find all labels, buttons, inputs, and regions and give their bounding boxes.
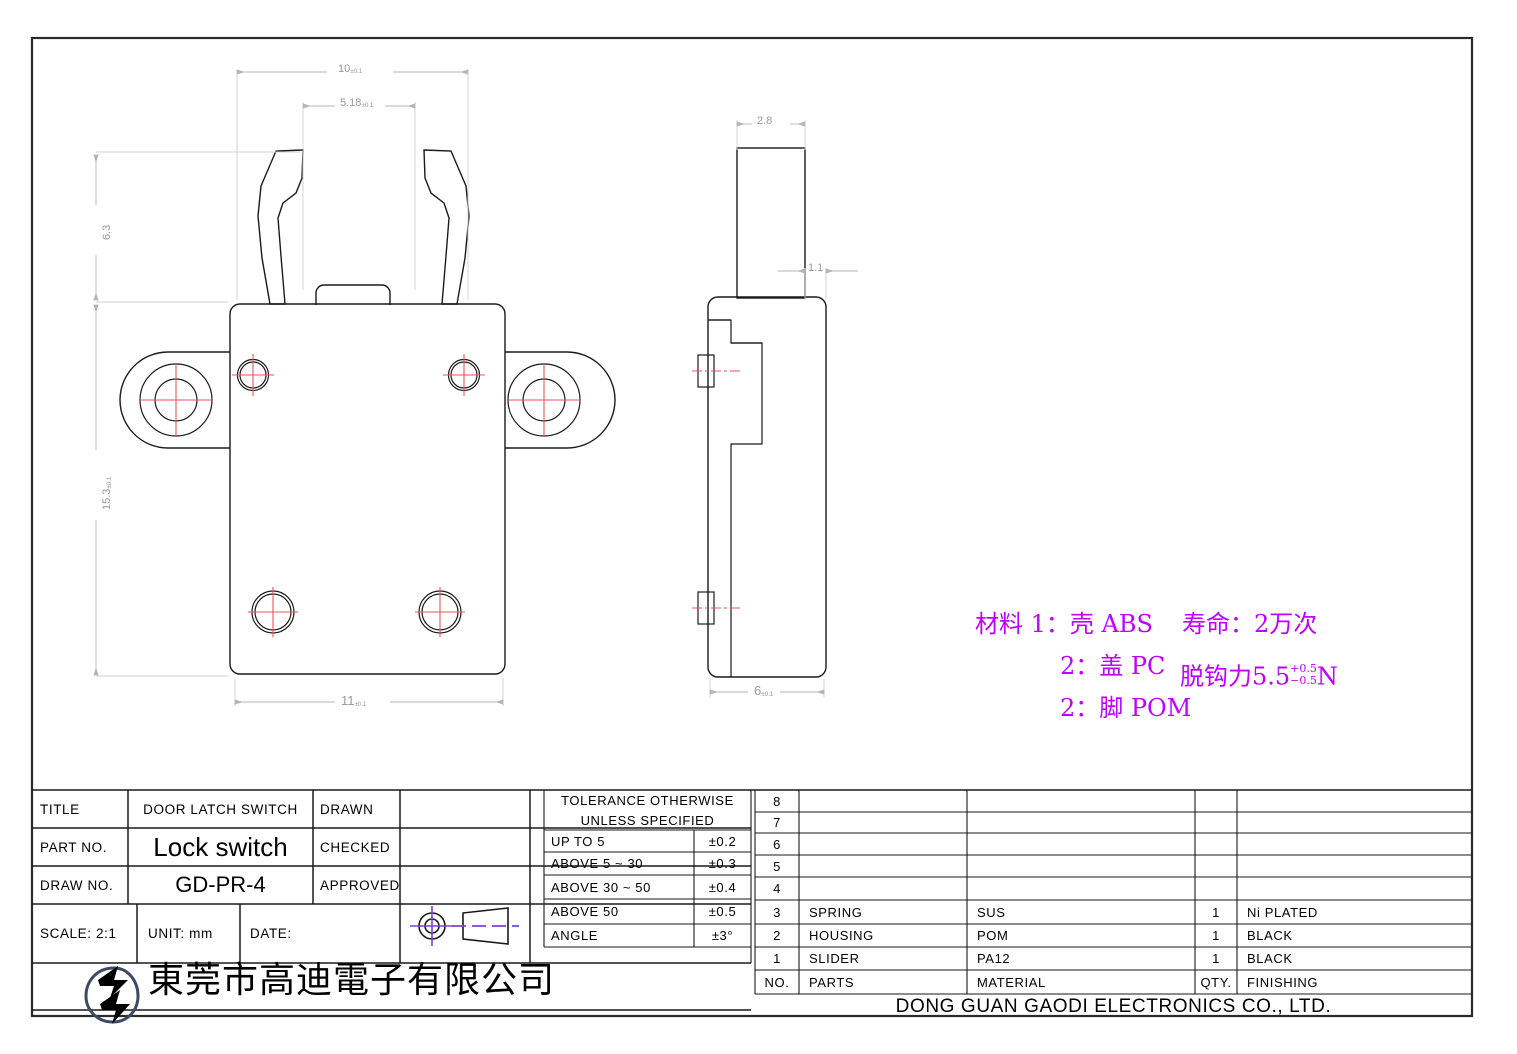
bom-header-parts: PARTS: [809, 974, 855, 990]
bom-cell-qty[interactable]: [1195, 833, 1237, 855]
bom-cell-material[interactable]: [977, 790, 1195, 812]
bom-cell-material[interactable]: PA12: [977, 951, 1011, 966]
bom-cell-qty[interactable]: 1: [1212, 904, 1220, 920]
bom-cell-finishing[interactable]: [1247, 812, 1472, 833]
note-life: 寿命：2万次: [1182, 610, 1318, 638]
side-view-dimension-lines: [709, 120, 858, 698]
approval-value-drawn[interactable]: [408, 790, 528, 828]
bom-cell-parts[interactable]: [809, 790, 967, 812]
company-name-cn: 東莞市高迪電子有限公司: [148, 960, 556, 1001]
company-name-en: DONG GUAN GAODI ELECTRONICS CO., LTD.: [895, 996, 1332, 1017]
bom-cell-finishing[interactable]: [1247, 877, 1472, 900]
unit-value: UNIT: mm: [148, 926, 213, 941]
tolerance-header-line2: UNLESS SPECIFIED: [580, 812, 715, 828]
note-material-1: 材料 1：壳 ABS: [975, 610, 1153, 638]
bom-cell-parts[interactable]: [809, 855, 967, 877]
side-view-geometry: [692, 147, 827, 678]
bom-cell-no[interactable]: 8: [773, 793, 781, 809]
approval-label-drawn: DRAWN: [320, 801, 374, 817]
tolerance-range-3: ABOVE 50: [551, 904, 619, 919]
part-number-value: Lock switch: [153, 831, 288, 862]
bom-header-finishing: FINISHING: [1247, 974, 1319, 990]
approval-value-checked[interactable]: [408, 828, 528, 866]
bom-cell-parts[interactable]: SLIDER: [809, 951, 860, 966]
bom-cell-finishing[interactable]: BLACK: [1247, 951, 1293, 966]
bom-cell-parts[interactable]: SPRING: [809, 904, 863, 920]
front-view-geometry: [119, 149, 616, 675]
dim-hook-height: 6.3: [101, 224, 113, 240]
dim-top-overall-width: 10±0.1: [338, 63, 363, 75]
dim-body-thickness: 6±0.1: [754, 683, 774, 698]
bom-cell-no[interactable]: 1: [773, 951, 781, 966]
bom-cell-material[interactable]: POM: [977, 928, 1009, 943]
approval-value-approved[interactable]: [408, 866, 528, 904]
bom-cell-no[interactable]: 6: [773, 836, 781, 852]
title-row-value-0: DOOR LATCH SWITCH: [143, 801, 298, 817]
bom-cell-parts[interactable]: [809, 812, 967, 833]
tolerance-range-1: ABOVE 5 ~ 30: [551, 856, 644, 871]
tolerance-header-line1: TOLERANCE OTHERWISE: [561, 792, 734, 808]
bom-cell-finishing[interactable]: BLACK: [1247, 928, 1293, 943]
bom-cell-parts[interactable]: [809, 877, 967, 900]
bom-cell-material[interactable]: [977, 855, 1195, 877]
bom-cell-qty[interactable]: [1195, 877, 1237, 900]
bom-header-qty: QTY.: [1200, 974, 1232, 990]
bom-cell-qty[interactable]: [1195, 855, 1237, 877]
bom-cell-material[interactable]: SUS: [977, 904, 1006, 920]
dim-body-width: 11±0.1: [341, 693, 367, 708]
bom-cell-finishing[interactable]: [1247, 833, 1472, 855]
bom-cell-finishing[interactable]: [1247, 790, 1472, 812]
scale-value: SCALE: 2:1: [40, 926, 117, 941]
front-view-dimension-lines: [93, 69, 504, 706]
sheet-frame: [30, 36, 1474, 1018]
title-row-label-2: DRAW NO.: [40, 877, 114, 893]
bom-cell-no[interactable]: 5: [773, 858, 781, 874]
bom-cell-finishing[interactable]: [1247, 855, 1472, 877]
date-field[interactable]: DATE:: [250, 926, 292, 941]
bom-cell-qty[interactable]: 1: [1212, 951, 1220, 966]
note-material-3: 2：脚 POM: [1060, 694, 1192, 722]
tolerance-value-3: ±0.5: [708, 904, 737, 919]
title-block-grid: [32, 789, 1472, 1011]
unhook-force-tolerance: +0.5−0.5: [1290, 662, 1317, 687]
bom-cell-parts[interactable]: [809, 833, 967, 855]
draw-number-value: GD-PR-4: [175, 872, 266, 897]
dim-hook-thickness: 2.8: [757, 115, 773, 127]
bom-cell-qty[interactable]: 1: [1212, 928, 1220, 943]
tolerance-range-0: UP TO 5: [551, 833, 606, 849]
tolerance-range-4: ANGLE: [551, 928, 599, 943]
bom-cell-finishing[interactable]: Ni PLATED: [1247, 904, 1318, 920]
bom-cell-qty[interactable]: [1195, 790, 1237, 812]
title-row-label-1: PART NO.: [40, 839, 108, 855]
tolerance-value-4: ±3°: [711, 928, 734, 943]
bom-cell-parts[interactable]: HOUSING: [809, 928, 874, 943]
approval-label-approved: APPROVED: [320, 877, 400, 893]
bom-cell-no[interactable]: 4: [773, 881, 781, 896]
bom-cell-no[interactable]: 3: [773, 904, 781, 920]
approval-label-checked: CHECKED: [320, 839, 391, 855]
bom-cell-qty[interactable]: [1195, 812, 1237, 833]
gaodi-logo-icon: [84, 966, 140, 1024]
title-row-label-0: TITLE: [40, 801, 80, 817]
tolerance-value-2: ±0.4: [708, 879, 737, 895]
first-angle-projection-symbol: [410, 906, 519, 946]
dim-hook-span-width: 5.18±0.1: [340, 97, 374, 109]
bom-cell-no[interactable]: 2: [773, 928, 781, 943]
tolerance-value-1: ±0.3: [708, 856, 737, 871]
bom-cell-material[interactable]: [977, 833, 1195, 855]
dim-step-offset: 1.1: [808, 262, 824, 274]
tolerance-range-2: ABOVE 30 ~ 50: [551, 879, 651, 895]
note-material-2: 2：盖 PC: [1060, 652, 1166, 680]
unhook-force-unit: N: [1316, 662, 1338, 691]
bom-cell-material[interactable]: [977, 812, 1195, 833]
unhook-force-label: 脱钩力5.5: [1180, 662, 1291, 691]
bom-header-no: NO.: [764, 974, 790, 990]
bom-cell-no[interactable]: 7: [773, 815, 781, 830]
bom-header-material: MATERIAL: [977, 974, 1046, 990]
bom-cell-material[interactable]: [977, 877, 1195, 900]
dim-body-height: 15.3±0.1: [101, 476, 113, 510]
tolerance-value-0: ±0.2: [708, 833, 737, 849]
